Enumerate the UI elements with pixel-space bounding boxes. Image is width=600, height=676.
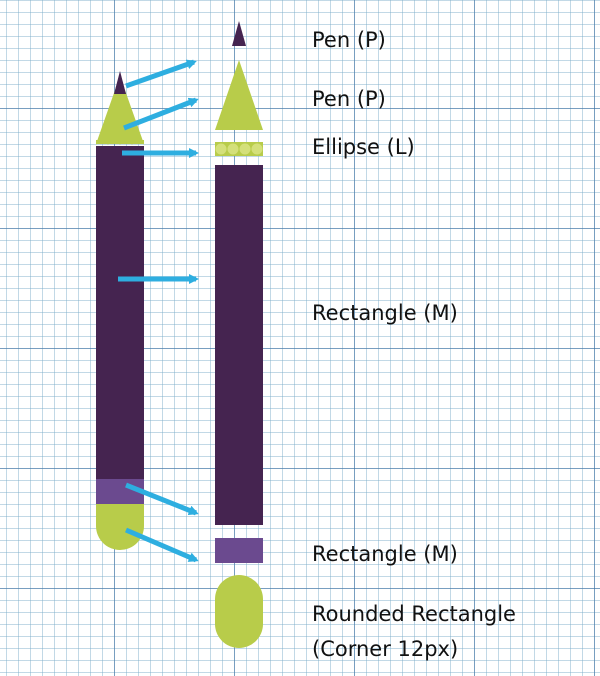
exploded-eraser [215,575,263,648]
arrow-eraser [125,527,199,563]
label-lead: Pen (P) [312,28,386,52]
scallop-circle [239,143,251,155]
label-eraser-line2: (Corner 12px) [312,637,459,661]
exploded-lead [232,21,246,46]
exploded-ferrule [215,538,263,563]
assembled-lead [114,71,126,94]
label-body: Rectangle (M) [312,301,458,325]
exploded-wood-tip [215,60,263,130]
label-scallops: Ellipse (L) [312,135,415,159]
arrow-tip [123,97,199,131]
assembled-pencil [96,71,144,550]
scallop-circle [215,143,227,155]
exploded-pencil [215,21,263,648]
arrow-lead [125,59,197,89]
exploded-scallops [215,142,263,156]
scallops-strip [215,142,263,156]
label-tip: Pen (P) [312,87,386,111]
assembled-body [96,146,144,479]
label-eraser-line1: Rounded Rectangle [312,602,516,626]
label-eraser: Rounded Rectangle (Corner 12px) [312,601,516,662]
assembled-eraser [96,504,144,550]
arrows [118,59,199,563]
scallop-circle [251,143,263,155]
label-band: Rectangle (M) [312,542,458,566]
arrow-ferrule [125,482,199,516]
scallop-circle [227,143,239,155]
exploded-body [215,165,263,525]
